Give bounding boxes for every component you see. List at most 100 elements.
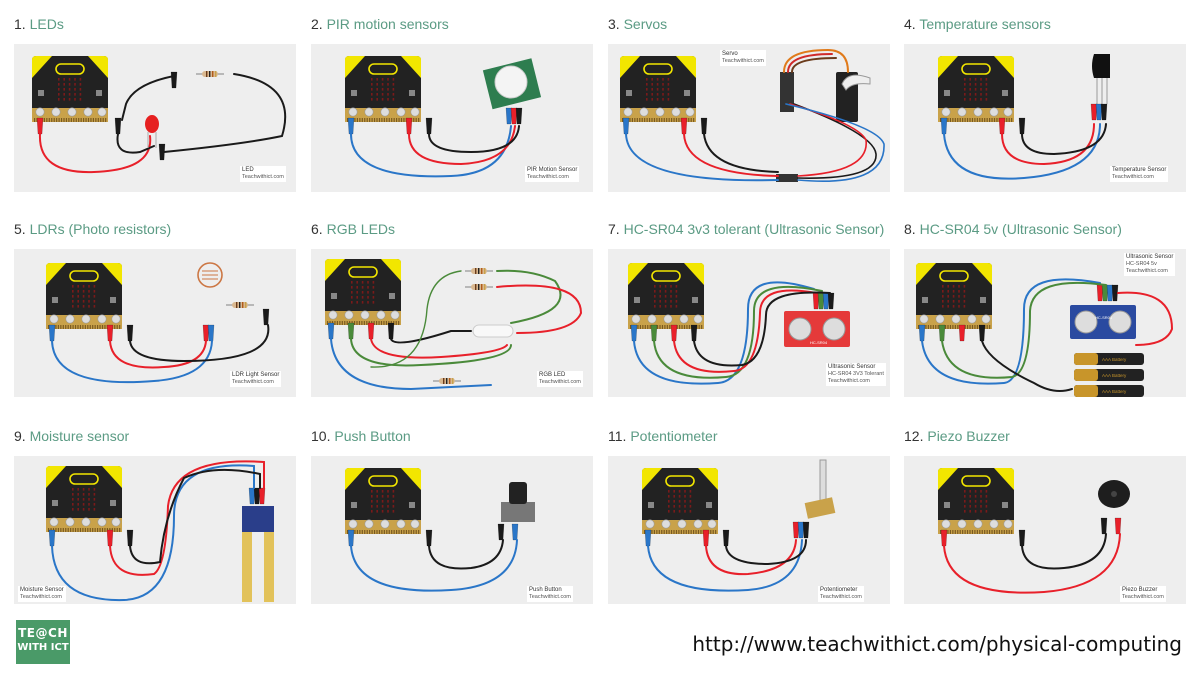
- alligator-clip: [511, 523, 519, 541]
- circuit-diagram: HC-SR04: [628, 263, 850, 385]
- alligator-clip: [1100, 103, 1108, 121]
- resistor: [196, 71, 224, 77]
- wire: [625, 133, 779, 182]
- alligator-clip: [114, 117, 122, 135]
- wire: [496, 284, 583, 334]
- card-title: 10. Push Button: [311, 428, 411, 444]
- resistor: [226, 302, 254, 308]
- wire: [109, 340, 207, 369]
- circuit-diagram: [938, 468, 1130, 594]
- sensor-label: HC-SR04: [810, 340, 828, 345]
- wire: [783, 48, 849, 73]
- alligator-clip: [36, 117, 44, 135]
- card-title: 3. Servos: [608, 16, 668, 32]
- wire: [693, 291, 831, 367]
- alligator-clip: [680, 117, 688, 135]
- alligator-clip: [1018, 117, 1026, 135]
- microbit-board: [628, 263, 704, 329]
- wire: [370, 270, 462, 368]
- alligator-clip: [938, 324, 946, 342]
- circuit-diagram: [642, 459, 836, 592]
- connector: [776, 174, 798, 182]
- wire: [109, 460, 265, 576]
- alligator-clip: [347, 529, 355, 547]
- alligator-clip: [722, 529, 730, 547]
- alligator-clip: [702, 529, 710, 547]
- wire: [428, 125, 520, 154]
- alligator-clip: [505, 107, 513, 125]
- wire: [350, 125, 512, 178]
- circuit-diagram: [46, 262, 270, 384]
- circuit-diagram: [620, 48, 885, 182]
- footer-url[interactable]: http://www.teachwithict.com/physical-com…: [692, 632, 1182, 656]
- alligator-clip: [792, 521, 800, 539]
- wire: [683, 133, 779, 177]
- circuit-diagram: [32, 56, 287, 174]
- card-title: 9. Moisture sensor: [14, 428, 130, 444]
- servo-horn-icon: [841, 74, 871, 91]
- probe: [264, 532, 274, 602]
- alligator-clip: [510, 107, 518, 125]
- potentiometer-shaft: [819, 459, 827, 503]
- ultrasonic-transducer-icon: [1074, 310, 1098, 334]
- alligator-clip: [978, 324, 986, 342]
- wire: [370, 338, 508, 359]
- card-title: 4. Temperature sensors: [904, 16, 1051, 32]
- alligator-clip: [670, 324, 678, 342]
- circuit-diagram: [345, 468, 535, 592]
- push-button: [501, 502, 535, 522]
- resistor: [433, 378, 461, 384]
- probe: [242, 532, 252, 602]
- microbit-board: [938, 56, 1014, 122]
- alligator-clip: [367, 322, 375, 340]
- alligator-clip: [207, 324, 215, 342]
- rgb-led-icon: [472, 324, 514, 338]
- microbit-board: [345, 56, 421, 122]
- push-button-cap-icon: [509, 482, 527, 504]
- wire: [496, 269, 562, 324]
- microbit-board: [620, 56, 696, 122]
- wire: [633, 281, 815, 385]
- alligator-clip: [940, 529, 948, 547]
- wire: [38, 133, 152, 174]
- wire: [653, 285, 823, 379]
- wire: [116, 133, 155, 154]
- moisture-sensor-board: [242, 506, 274, 532]
- alligator-clip: [126, 324, 134, 342]
- led-icon: [145, 115, 159, 133]
- alligator-clip: [48, 529, 56, 547]
- alligator-clip: [644, 529, 652, 547]
- circuit-diagram: [345, 56, 542, 178]
- alligator-clip: [998, 117, 1006, 135]
- microbit-board: [32, 56, 108, 122]
- alligator-clip: [387, 322, 395, 340]
- wire: [1001, 123, 1095, 166]
- wire: [1021, 123, 1107, 156]
- wire: [129, 324, 270, 363]
- alligator-clip: [106, 324, 114, 342]
- alligator-clip: [126, 529, 134, 547]
- microbit-board: [46, 263, 122, 329]
- alligator-clip: [425, 117, 433, 135]
- pir-dome-icon: [494, 65, 528, 99]
- card-title: 8. HC-SR04 5v (Ultrasonic Sensor): [904, 221, 1122, 237]
- alligator-clip: [630, 324, 638, 342]
- alligator-clip: [1114, 517, 1122, 535]
